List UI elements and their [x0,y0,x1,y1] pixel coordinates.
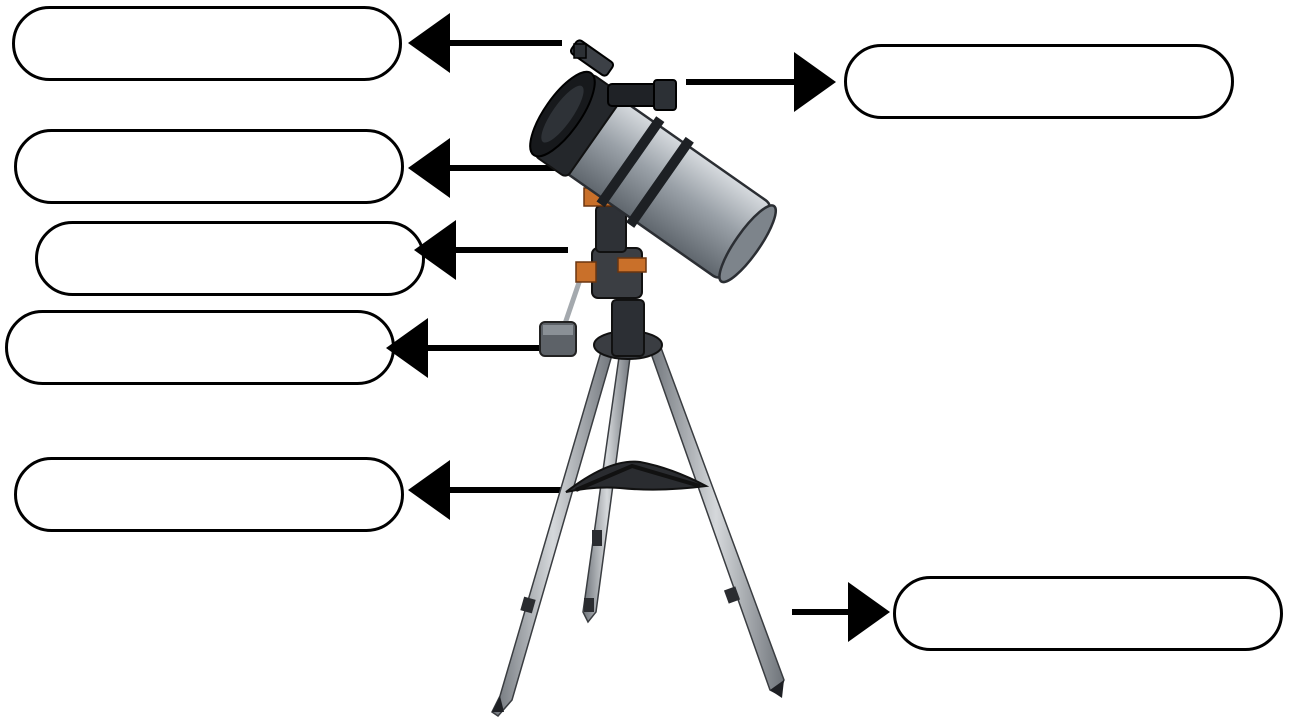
tripod-legs [492,345,784,716]
telescope-illustration [492,39,787,716]
